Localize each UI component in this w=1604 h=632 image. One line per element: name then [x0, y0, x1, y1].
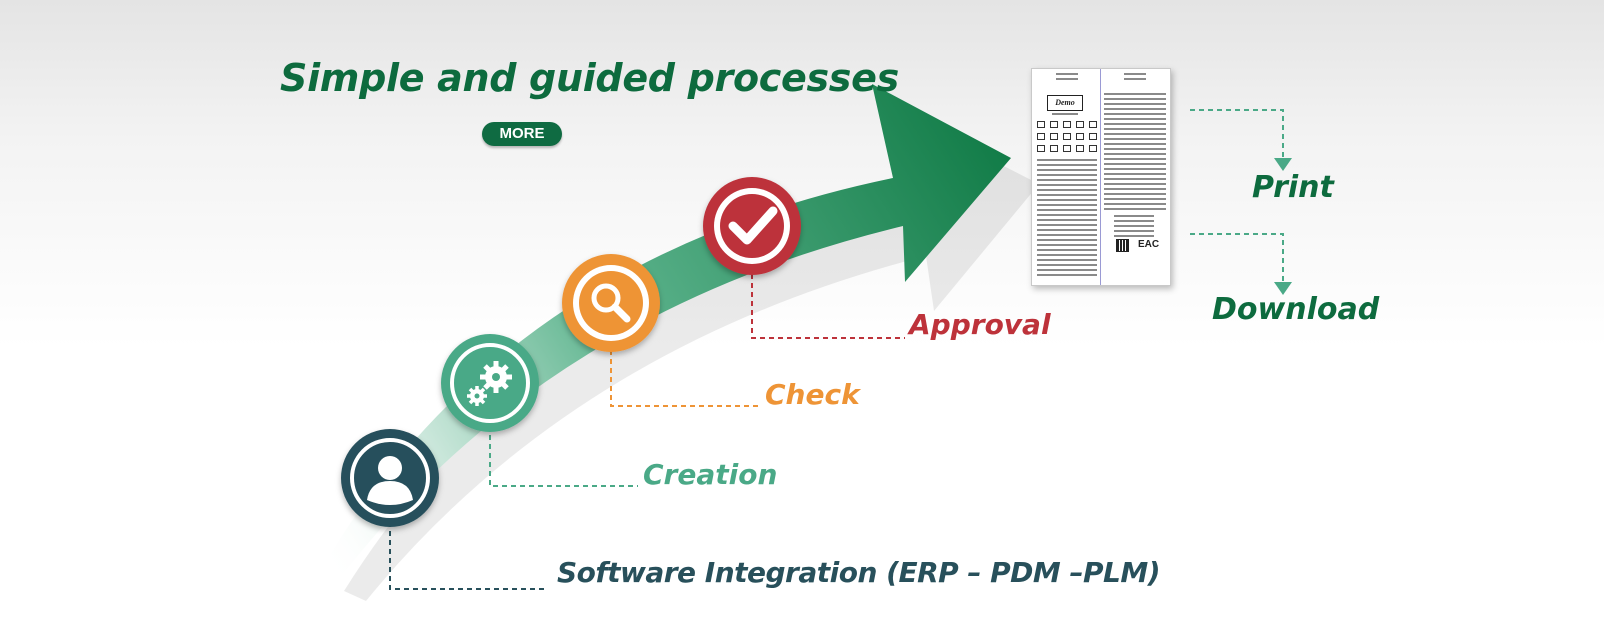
output-label-download: Download: [1212, 292, 1380, 327]
step-check-circle: [562, 254, 660, 352]
arrowhead-download: [1274, 282, 1292, 295]
label-page-header: [1056, 73, 1078, 83]
label-left-text: [1037, 159, 1097, 279]
connector-print: [1190, 109, 1284, 160]
care-symbols-row-1: [1037, 121, 1097, 129]
label-page-header-2: [1124, 73, 1146, 83]
connector-creation: [489, 426, 638, 487]
page-title: Simple and guided processes: [280, 56, 899, 100]
label-code: [1052, 113, 1078, 118]
arrow-shadow: [344, 116, 1039, 601]
step-label-software: Software Integration (ERP – PDM –PLM): [557, 556, 1161, 589]
care-symbols-row-3: [1037, 145, 1097, 153]
arrowhead-print: [1274, 158, 1292, 171]
eac-mark: EAC: [1138, 239, 1160, 250]
label-divider: [1100, 69, 1101, 285]
care-symbols-row-2: [1037, 133, 1097, 141]
step-approval-circle: [703, 177, 801, 275]
qr-code: [1116, 239, 1129, 252]
care-label-document: Demo EAC: [1031, 68, 1171, 286]
label-address-text: [1114, 215, 1154, 240]
connector-software: [389, 522, 545, 590]
output-label-print: Print: [1252, 170, 1334, 205]
process-arrow: [322, 84, 1011, 578]
label-right-text: [1104, 93, 1166, 213]
step-label-approval: Approval: [909, 308, 1051, 341]
more-button[interactable]: MORE: [482, 122, 562, 146]
step-label-check: Check: [765, 378, 860, 411]
demo-logo: Demo: [1047, 95, 1083, 111]
magnifier-icon: [591, 283, 631, 323]
step-label-creation: Creation: [643, 458, 778, 491]
connector-check: [610, 350, 762, 407]
user-icon: [367, 456, 413, 505]
connector-approval: [751, 274, 905, 339]
checkmark-icon: [728, 206, 778, 245]
connector-download: [1190, 233, 1284, 284]
gears-icon: [467, 361, 512, 406]
